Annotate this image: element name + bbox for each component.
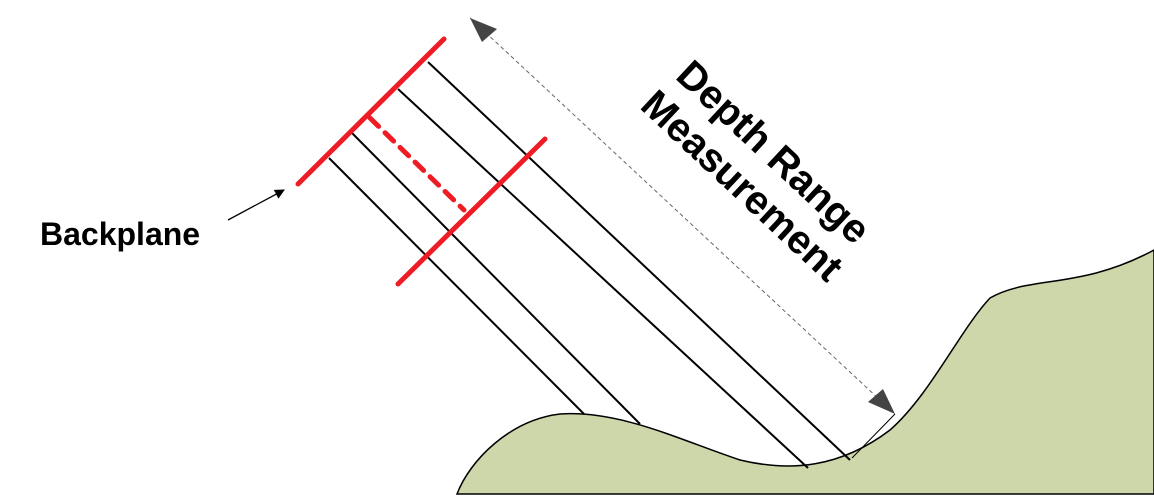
backplane-label: Backplane (40, 216, 200, 252)
depth-range-dimension-line (469, 17, 896, 415)
depth-marker-line (395, 136, 548, 287)
dimension-arrow-top-icon (470, 18, 497, 42)
backplane-line (295, 36, 447, 187)
dimension-tick-bottom (851, 413, 896, 459)
beam-line-2 (350, 131, 641, 425)
beam-line-1 (328, 157, 585, 415)
beam-lines (328, 61, 851, 469)
beam-line-3 (397, 88, 809, 469)
backplane-group (295, 36, 548, 287)
dimension-arrow-bottom-icon (868, 389, 895, 414)
terrain-surface (455, 249, 1154, 495)
beam-line-4 (427, 61, 851, 461)
backplane-pointer-line (227, 189, 285, 221)
dashed-connector-line (367, 115, 467, 213)
depth-range-label-group: Depth Range Measurement (632, 52, 878, 290)
